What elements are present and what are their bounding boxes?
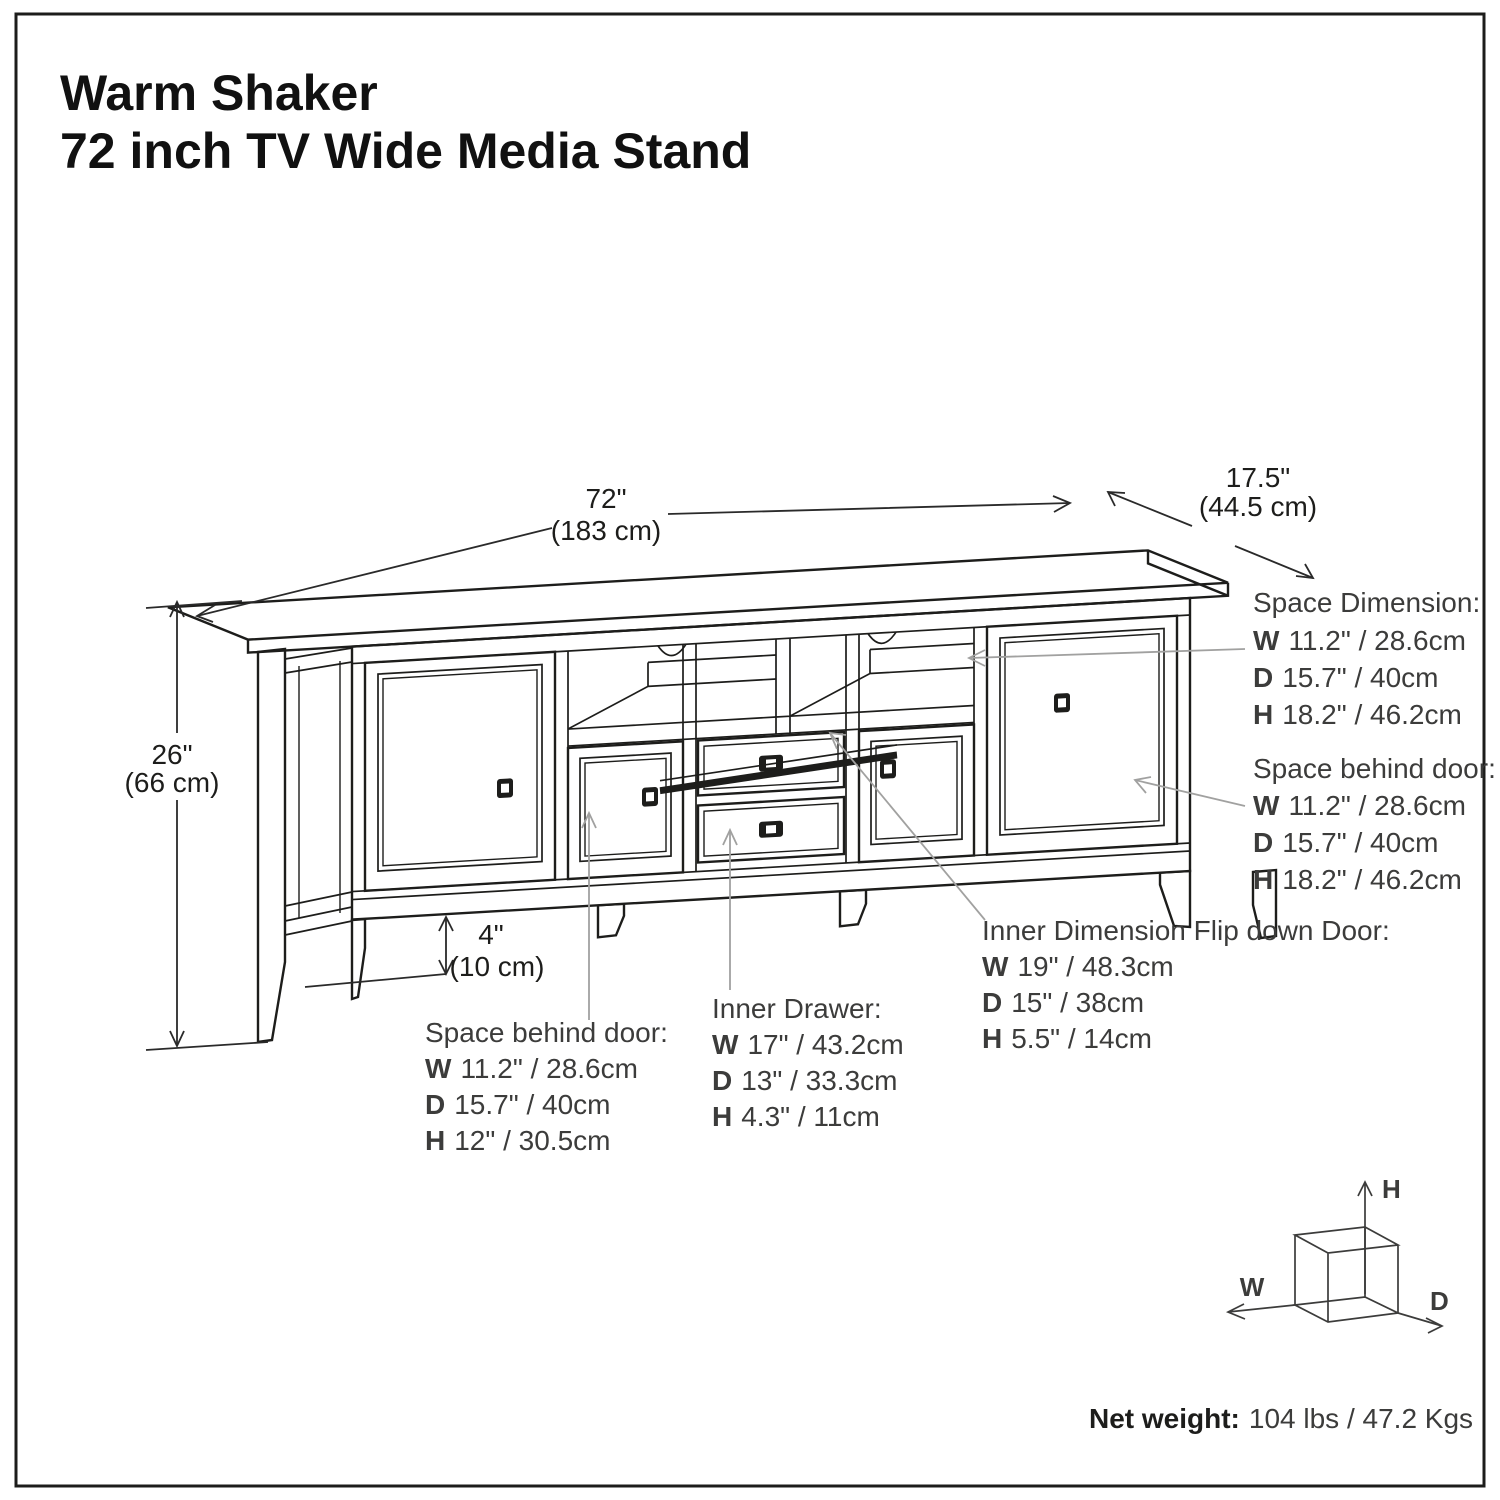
flip-down-bar: [659, 751, 898, 795]
svg-text:D15.7" / 40cm: D15.7" / 40cm: [1253, 827, 1438, 858]
leg-clearance-dimension: 4" (10 cm): [304, 914, 545, 988]
left-side-panel: [256, 647, 367, 1044]
width-imperial: 72": [585, 483, 626, 514]
cabinet-front: [167, 549, 1230, 939]
svg-text:D13" / 33.3cm: D13" / 33.3cm: [712, 1065, 897, 1096]
page-title-line-1: Warm Shaker: [60, 65, 378, 121]
svg-text:W17" / 43.2cm: W17" / 43.2cm: [712, 1029, 904, 1060]
axis-h-arrow: [1357, 1180, 1373, 1294]
front-leg-middle-right: [838, 888, 868, 928]
top-panel: [167, 549, 1230, 654]
height-dimension: 26" (66 cm): [125, 599, 269, 1051]
shelf-divider: [568, 638, 974, 747]
svg-text:H5.5" / 14cm: H5.5" / 14cm: [982, 1023, 1152, 1054]
svg-text:H12" / 30.5cm: H12" / 30.5cm: [425, 1125, 610, 1156]
callout-title: Space Dimension:: [1253, 587, 1480, 618]
open-shelf-left: [567, 654, 776, 730]
net-weight: Net weight:104 lbs / 47.2 Kgs: [1089, 1403, 1473, 1434]
axis-d-label: D: [1430, 1286, 1449, 1316]
media-stand-drawing: [167, 549, 1278, 1044]
height-metric: (66 cm): [125, 767, 220, 798]
svg-text:D15.7" / 40cm: D15.7" / 40cm: [1253, 662, 1438, 693]
callout-title: Space behind door:: [1253, 753, 1496, 784]
depth-dimension: 17.5" (44.5 cm): [1106, 462, 1317, 580]
page-border: [14, 12, 1486, 1488]
callout-title: Inner Dimension Flip down Door:: [982, 915, 1390, 946]
axis-w-arrow: [1225, 1303, 1296, 1320]
svg-text:D15.7" / 40cm: D15.7" / 40cm: [425, 1089, 610, 1120]
cable-notch-right: [867, 631, 897, 645]
width-dimension: 72" (183 cm): [194, 483, 1073, 623]
svg-text:W11.2" / 28.6cm: W11.2" / 28.6cm: [1253, 625, 1466, 656]
svg-text:H4.3" / 11cm: H4.3" / 11cm: [712, 1101, 880, 1132]
inner-left-door: [566, 740, 685, 881]
leg-clearance-metric: (10 cm): [450, 951, 545, 982]
left-back-leg: [256, 647, 287, 1044]
leader-space-behind-door-right: [1134, 779, 1246, 807]
axis-d-arrow: [1397, 1312, 1444, 1334]
svg-text:H18.2" / 46.2cm: H18.2" / 46.2cm: [1253, 864, 1462, 895]
page-title-line-2: 72 inch TV Wide Media Stand: [60, 123, 751, 179]
right-back-leg: [1251, 868, 1278, 940]
drawer-bottom: [696, 795, 846, 864]
axis-h-label: H: [1382, 1174, 1401, 1204]
front-leg-middle-left: [596, 902, 626, 939]
width-metric: (183 cm): [551, 515, 661, 546]
axis-w-label: W: [1240, 1272, 1265, 1302]
callout-title: Space behind door:: [425, 1017, 668, 1048]
callout-title: Inner Drawer:: [712, 993, 882, 1024]
svg-text:W19" / 48.3cm: W19" / 48.3cm: [982, 951, 1174, 982]
dimension-axes-cube-icon: H W D: [1225, 1174, 1449, 1334]
svg-text:D15" / 38cm: D15" / 38cm: [982, 987, 1144, 1018]
svg-text:H18.2" / 46.2cm: H18.2" / 46.2cm: [1253, 699, 1462, 730]
leader-flip-down-door: [829, 732, 986, 921]
svg-text:W11.2" / 28.6cm: W11.2" / 28.6cm: [1253, 790, 1466, 821]
open-shelf-right: [789, 642, 974, 718]
height-imperial: 26": [151, 739, 192, 770]
right-door: [985, 614, 1179, 857]
left-door: [363, 650, 557, 893]
depth-imperial: 17.5": [1226, 462, 1290, 493]
leg-clearance-imperial: 4": [478, 919, 504, 950]
svg-text:W11.2" / 28.6cm: W11.2" / 28.6cm: [425, 1053, 638, 1084]
leader-space-dimension: [968, 648, 1246, 659]
depth-metric: (44.5 cm): [1199, 491, 1317, 522]
flip-down-bar-top: [659, 744, 898, 782]
left-front-leg: [350, 917, 367, 1001]
